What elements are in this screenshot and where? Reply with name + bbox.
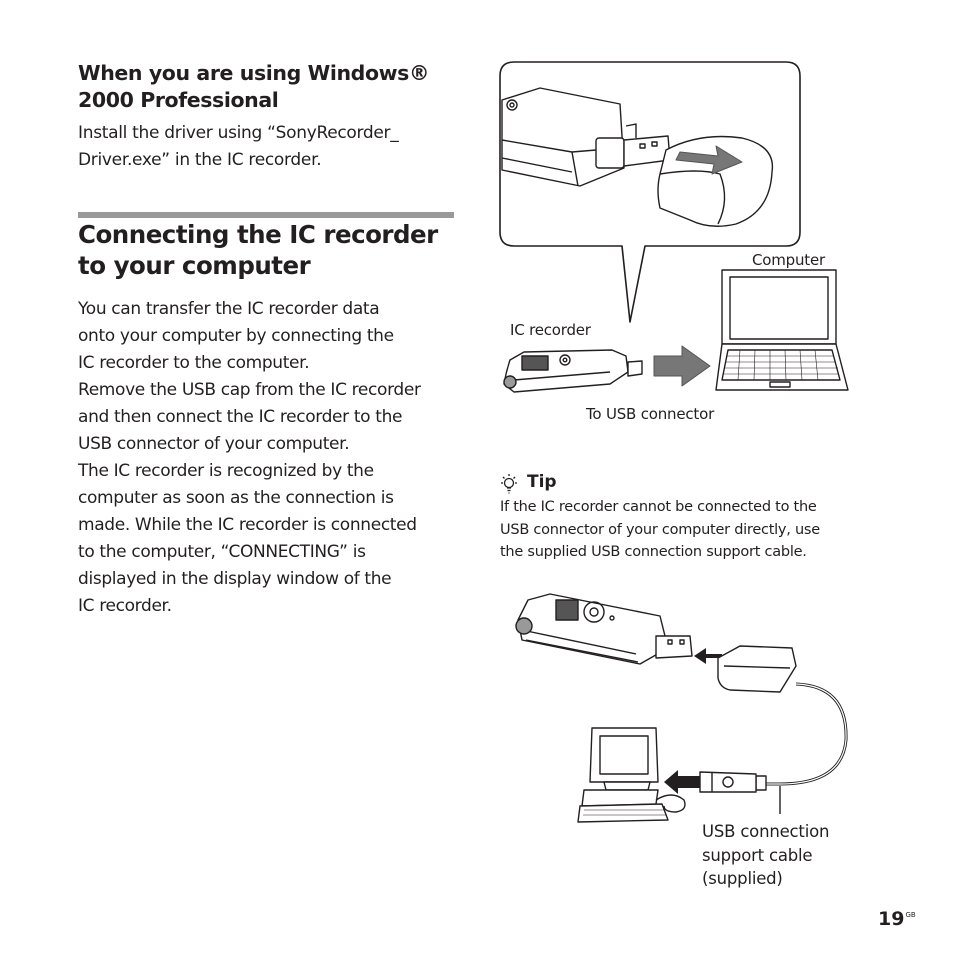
body-paragraph: You can transfer the IC recorder data on… (78, 296, 463, 620)
usb-connector-label: To USB connector (586, 405, 715, 423)
body-line: IC recorder to the computer. (78, 353, 310, 373)
body-line: made. While the IC recorder is connected (78, 515, 417, 535)
body-line: The IC recorder is recognized by the (78, 461, 374, 481)
driver-instructions: Install the driver using “SonyRecorder_ … (78, 120, 458, 174)
section-rule (78, 212, 454, 218)
computer-label: Computer (752, 251, 825, 269)
laptop-illustration (715, 269, 849, 391)
body-line: onto your computer by connecting the (78, 326, 394, 346)
section-heading-line2: 2000 Professional (78, 88, 279, 112)
section-heading-windows-2000: When you are using Windows® 2000 Profess… (78, 60, 458, 114)
tip-line: the supplied USB connection support cabl… (500, 544, 807, 560)
cable-label-line: support cable (702, 845, 813, 865)
body-line: to the computer, “CONNECTING” is (78, 542, 366, 562)
cable-label-line: (supplied) (702, 869, 783, 888)
body-line: and then connect the IC recorder to the (78, 407, 403, 427)
desktop-pc-illustration (577, 727, 686, 823)
body-line: IC recorder. (78, 596, 172, 616)
driver-text-line2: Driver.exe” in the IC recorder. (78, 150, 322, 170)
remove-cap-arrow (675, 145, 743, 175)
cable-label: USB connection support cable (supplied) (702, 820, 829, 891)
body-line: computer as soon as the connection is (78, 488, 394, 508)
main-heading: Connecting the IC recorder to your compu… (78, 219, 458, 281)
body-line: displayed in the display window of the (78, 569, 392, 589)
tip-line: If the IC recorder cannot be connected t… (500, 499, 817, 515)
lightbulb-icon (498, 472, 520, 496)
main-heading-line2: to your computer (78, 251, 311, 280)
tip-line: USB connector of your computer directly,… (500, 521, 820, 538)
body-line: You can transfer the IC recorder data (78, 299, 380, 319)
pc-connect-arrow (664, 770, 700, 794)
zoomed-recorder-illustration (501, 87, 774, 227)
body-line: Remove the USB cap from the IC recorder (78, 380, 421, 400)
page-number-value: 19 (878, 908, 905, 930)
cable-illustration (699, 645, 848, 793)
cable-connect-arrow (694, 648, 722, 664)
body-line: USB connector of your computer. (78, 434, 350, 454)
ic-recorder-label: IC recorder (510, 321, 591, 339)
bottom-recorder-illustration (515, 593, 693, 665)
tip-title: Tip (527, 472, 557, 492)
tip-text: If the IC recorder cannot be connected t… (500, 496, 880, 564)
page-number: 19GB (878, 908, 916, 930)
connect-arrow (653, 345, 711, 387)
small-recorder-illustration (503, 349, 643, 393)
driver-text-line1: Install the driver using “SonyRecorder_ (78, 123, 399, 143)
page-number-suffix: GB (905, 911, 916, 919)
section-heading-line1: When you are using Windows® (78, 61, 430, 85)
main-heading-line1: Connecting the IC recorder (78, 220, 438, 249)
cable-label-line: USB connection (702, 822, 830, 841)
